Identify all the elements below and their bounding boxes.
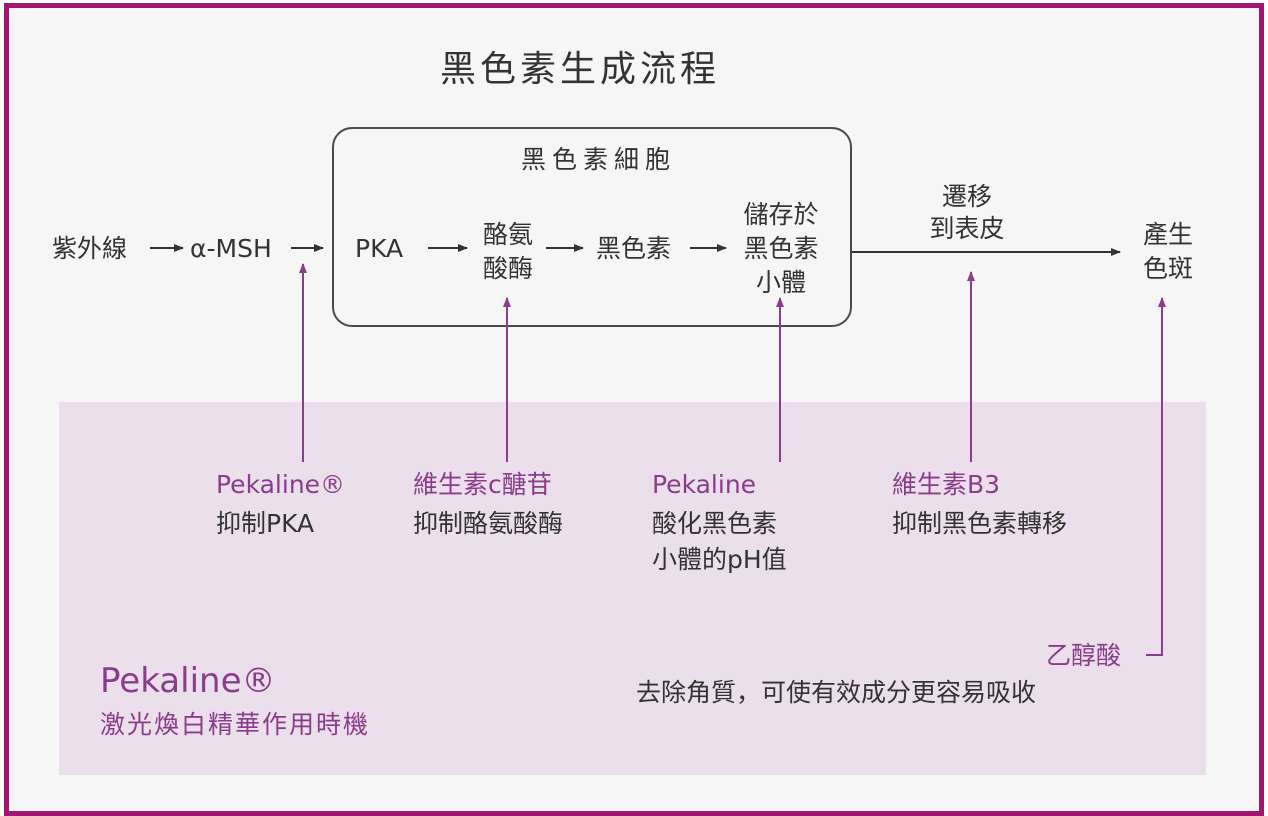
intervention-panel (59, 402, 1206, 775)
node-store-line2: 黑色素 (743, 234, 819, 263)
intervention-5-name: 乙醇酸 (1046, 641, 1122, 670)
intervention-3-desc-line2: 小體的pH值 (652, 545, 787, 574)
cell-box-label: 黑色素細胞 (521, 145, 677, 174)
intervention-4-name: 維生素B3 (892, 470, 1001, 499)
intervention-2-name: 維生素c醣苷 (413, 470, 552, 499)
intervention-1-desc: 抑制PKA (216, 509, 315, 538)
arrow-glycolic-spots (1146, 297, 1166, 656)
brand-tagline: 激光煥白精華作用時機 (100, 710, 371, 739)
node-spots-line1: 產生 (1142, 220, 1193, 249)
node-melanin: 黑色素 (596, 234, 672, 263)
node-store-line3: 小體 (755, 268, 806, 297)
diagram-title: 黑色素生成流程 (440, 49, 721, 90)
melanocyte-box (332, 127, 852, 327)
node-migrate-line2: 到表皮 (929, 214, 1005, 243)
brand-name: Pekaline® (100, 661, 276, 701)
intervention-3-desc-line1: 酸化黑色素 (652, 509, 778, 538)
node-spots-line2: 色斑 (1142, 254, 1193, 283)
intervention-4-desc: 抑制黑色素轉移 (892, 509, 1068, 538)
node-uv: 紫外線 (52, 234, 128, 263)
node-msh: α-MSH (190, 234, 272, 263)
node-pka: PKA (355, 234, 404, 263)
node-tyrosinase-line1: 酪氨 (482, 220, 533, 249)
intervention-5-desc: 去除角質，可使有效成分更容易吸收 (636, 678, 1037, 707)
intervention-3-name: Pekaline (652, 470, 757, 499)
node-store-line1: 儲存於 (743, 200, 819, 229)
intervention-1-name: Pekaline® (216, 470, 346, 499)
node-migrate-line1: 遷移 (941, 182, 992, 211)
intervention-2-desc: 抑制酪氨酸酶 (413, 509, 564, 538)
node-tyrosinase-line2: 酸酶 (482, 254, 533, 283)
